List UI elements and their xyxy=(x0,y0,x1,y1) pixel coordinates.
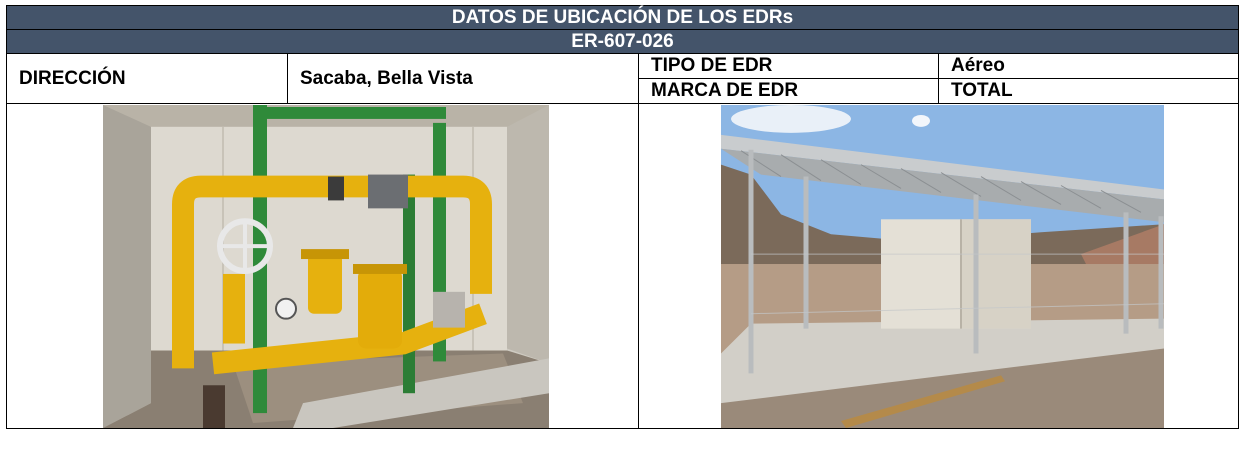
regulator-equipment-image xyxy=(103,105,549,428)
edr-location-table: DATOS DE UBICACIÓN DE LOS EDRs ER-607-02… xyxy=(5,5,1240,429)
left-photo-cell xyxy=(6,103,639,429)
sheet-title: DATOS DE UBICACIÓN DE LOS EDRs xyxy=(5,5,1240,30)
marca-label: MARCA DE EDR xyxy=(638,78,939,104)
direccion-label: DIRECCIÓN xyxy=(6,53,288,104)
edr-code: ER-607-026 xyxy=(5,29,1240,54)
edr-location-sheet: DATOS DE UBICACIÓN DE LOS EDRs ER-607-02… xyxy=(5,5,1240,472)
right-photo-cell xyxy=(637,103,1240,429)
regulator-equipment-photo xyxy=(103,105,549,428)
marca-value: TOTAL xyxy=(937,78,1240,104)
edr-enclosure-image xyxy=(721,105,1164,428)
tipo-value: Aéreo xyxy=(937,53,1240,79)
direccion-value: Sacaba, Bella Vista xyxy=(287,53,639,104)
edr-enclosure-photo xyxy=(721,105,1164,428)
tipo-label: TIPO DE EDR xyxy=(638,53,939,79)
